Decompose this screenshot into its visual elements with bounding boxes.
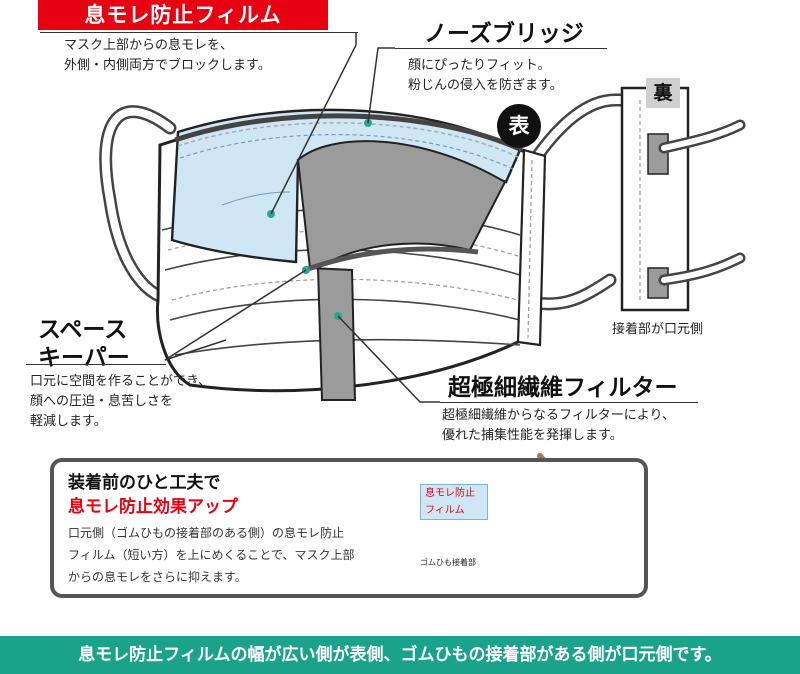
tip-strap-label: ゴムひも接着部: [420, 557, 476, 568]
film-rule: [40, 32, 358, 33]
leader-filter: [337, 315, 440, 403]
nose-desc: 顔にぴったりフィット。 粉じんの侵入を防ぎます。: [408, 58, 563, 93]
footer-note: 息モレ防止フィルムの幅が広い側が表側、ゴムひもの接着部がある側が口元側です。: [0, 636, 800, 674]
tip-title: 装着前のひと工夫で: [68, 473, 221, 493]
tip-film-label: 息モレ防止 フィルム: [420, 484, 488, 520]
nose-title: ノーズブリッジ: [424, 21, 584, 47]
nose-rule: [395, 48, 607, 49]
leader-spacer: [164, 269, 307, 361]
side-band: [516, 148, 547, 347]
leader-spacer2: [164, 339, 227, 361]
film-desc: マスク上部からの息モレを、 外側・内側両方でブロックします。: [64, 38, 271, 73]
spacer-rule: [26, 364, 166, 365]
tip-body: 口元側（ゴムひもの接着部のある側）の息モレ防止 フィルム（短い方）を上にめくるこ…: [68, 526, 355, 584]
front-badge: 表: [497, 104, 541, 148]
tip-subtitle: 息モレ防止効果アップ: [68, 497, 238, 517]
filter-rule: [440, 402, 698, 403]
leader-film: [270, 32, 357, 215]
film-banner: 息モレ防止フィルム: [38, 0, 328, 30]
nose-bridge: [174, 113, 524, 153]
tip-box: [50, 458, 648, 598]
back-caption: 接着部が口元側: [612, 322, 704, 337]
spacer-title: スペース キーパー: [38, 317, 130, 371]
back-badge: 裏: [646, 78, 680, 108]
spacer-desc: 口元に空間を作ることができ、 顔への圧迫・息苦しさを 軽減します。: [30, 374, 212, 429]
filter-title: 超極細繊維フィルター: [448, 375, 678, 401]
filter-desc: 超極細繊維からなるフィルターにより、 優れた捕集性能を発揮します。: [442, 408, 675, 443]
leader-nose: [367, 47, 395, 124]
